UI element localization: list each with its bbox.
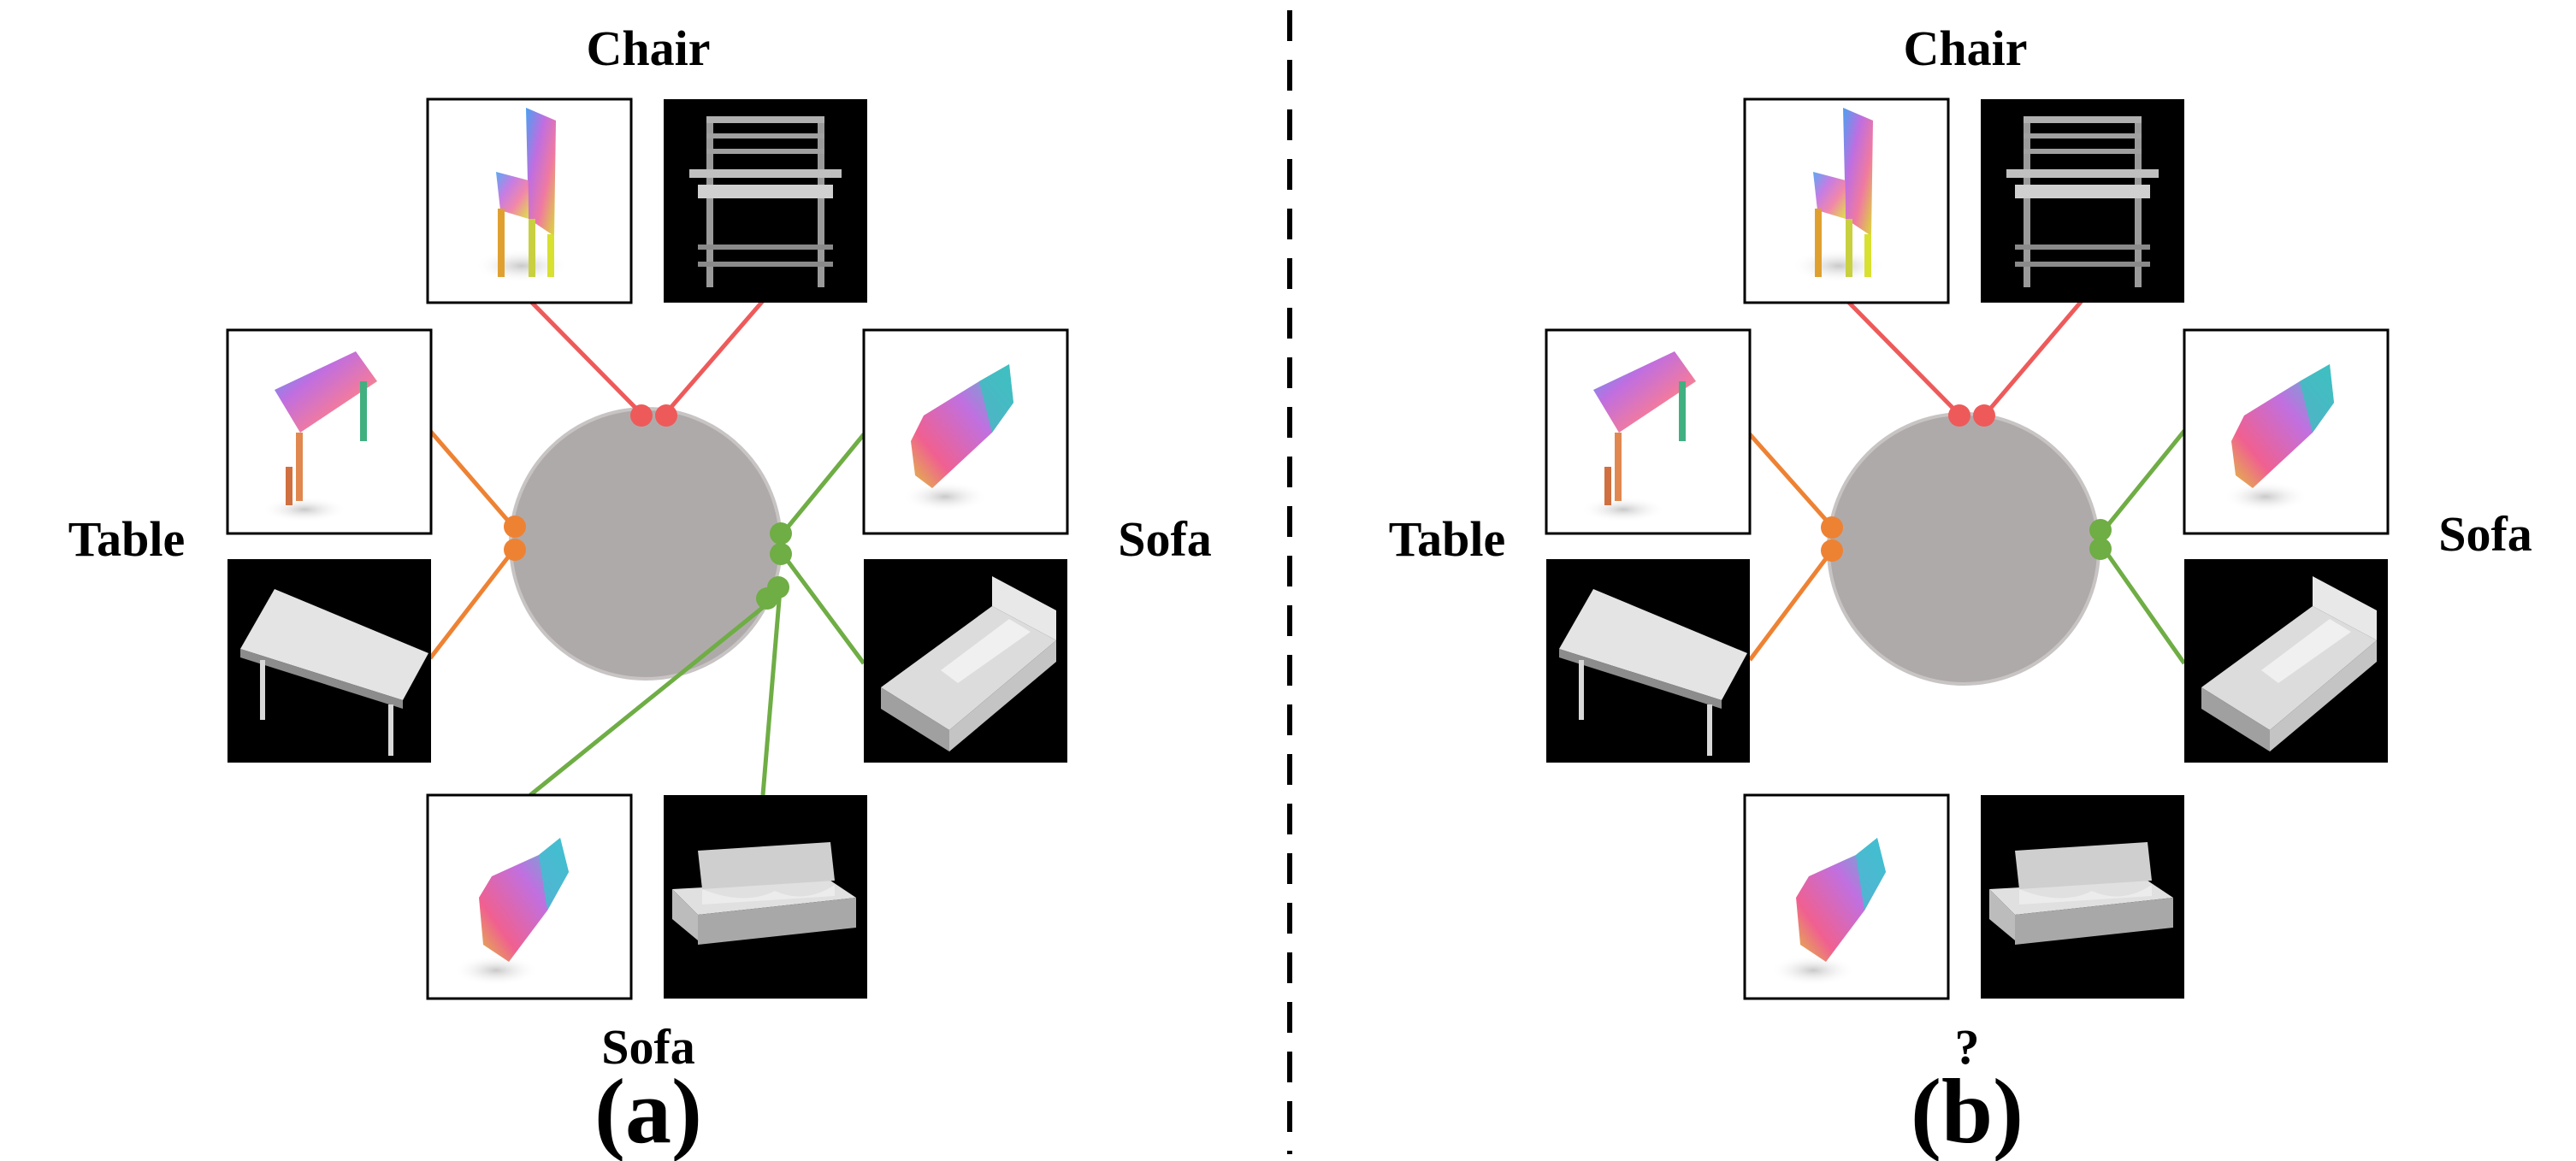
label-left: Table [1389, 511, 1505, 567]
pointcloud-sofa-bottom [1743, 793, 1950, 1000]
pointcloud-table [1545, 328, 1752, 535]
mesh-table [1546, 559, 1750, 763]
chair-links [1846, 299, 2083, 415]
label-right: Sofa [1118, 511, 1212, 567]
link-dots [1821, 404, 2112, 562]
center-circle [1827, 412, 2100, 686]
pointcloud-sofa-bottom [426, 793, 633, 1000]
mesh-sofa-right [2184, 559, 2388, 763]
panel-label: (a) [594, 1061, 702, 1161]
panel-label: (b) [1911, 1061, 2024, 1161]
mesh-sofa-bottom [664, 795, 867, 999]
table-links [428, 429, 515, 660]
link-dots [504, 404, 792, 610]
pointcloud-chair [1743, 97, 1950, 304]
sofa-links [2101, 429, 2187, 665]
label-top: Chair [1904, 21, 2028, 76]
center-circle [509, 407, 783, 681]
mesh-sofa-right [864, 559, 1067, 763]
mesh-chair [1981, 99, 2184, 303]
chair-links [529, 299, 765, 415]
pointcloud-sofa-right [2183, 328, 2390, 535]
label-bottom: Sofa [601, 1019, 695, 1075]
pointcloud-table [226, 328, 433, 535]
mesh-table [227, 559, 431, 763]
table-links [1748, 433, 1834, 662]
label-right: Sofa [2438, 506, 2532, 562]
label-bottom: ? [1955, 1019, 1980, 1075]
pointcloud-sofa-right [862, 328, 1069, 535]
sofa-links [529, 433, 866, 797]
panel-a: Chair Table Sofa Sofa (a) [68, 21, 1212, 1161]
label-left: Table [68, 511, 185, 567]
mesh-sofa-bottom [1981, 795, 2184, 999]
pointcloud-chair [426, 97, 633, 304]
label-top: Chair [587, 21, 711, 76]
mesh-chair [664, 99, 867, 303]
panel-b: Chair Table Sofa ? (b) [1389, 21, 2532, 1161]
